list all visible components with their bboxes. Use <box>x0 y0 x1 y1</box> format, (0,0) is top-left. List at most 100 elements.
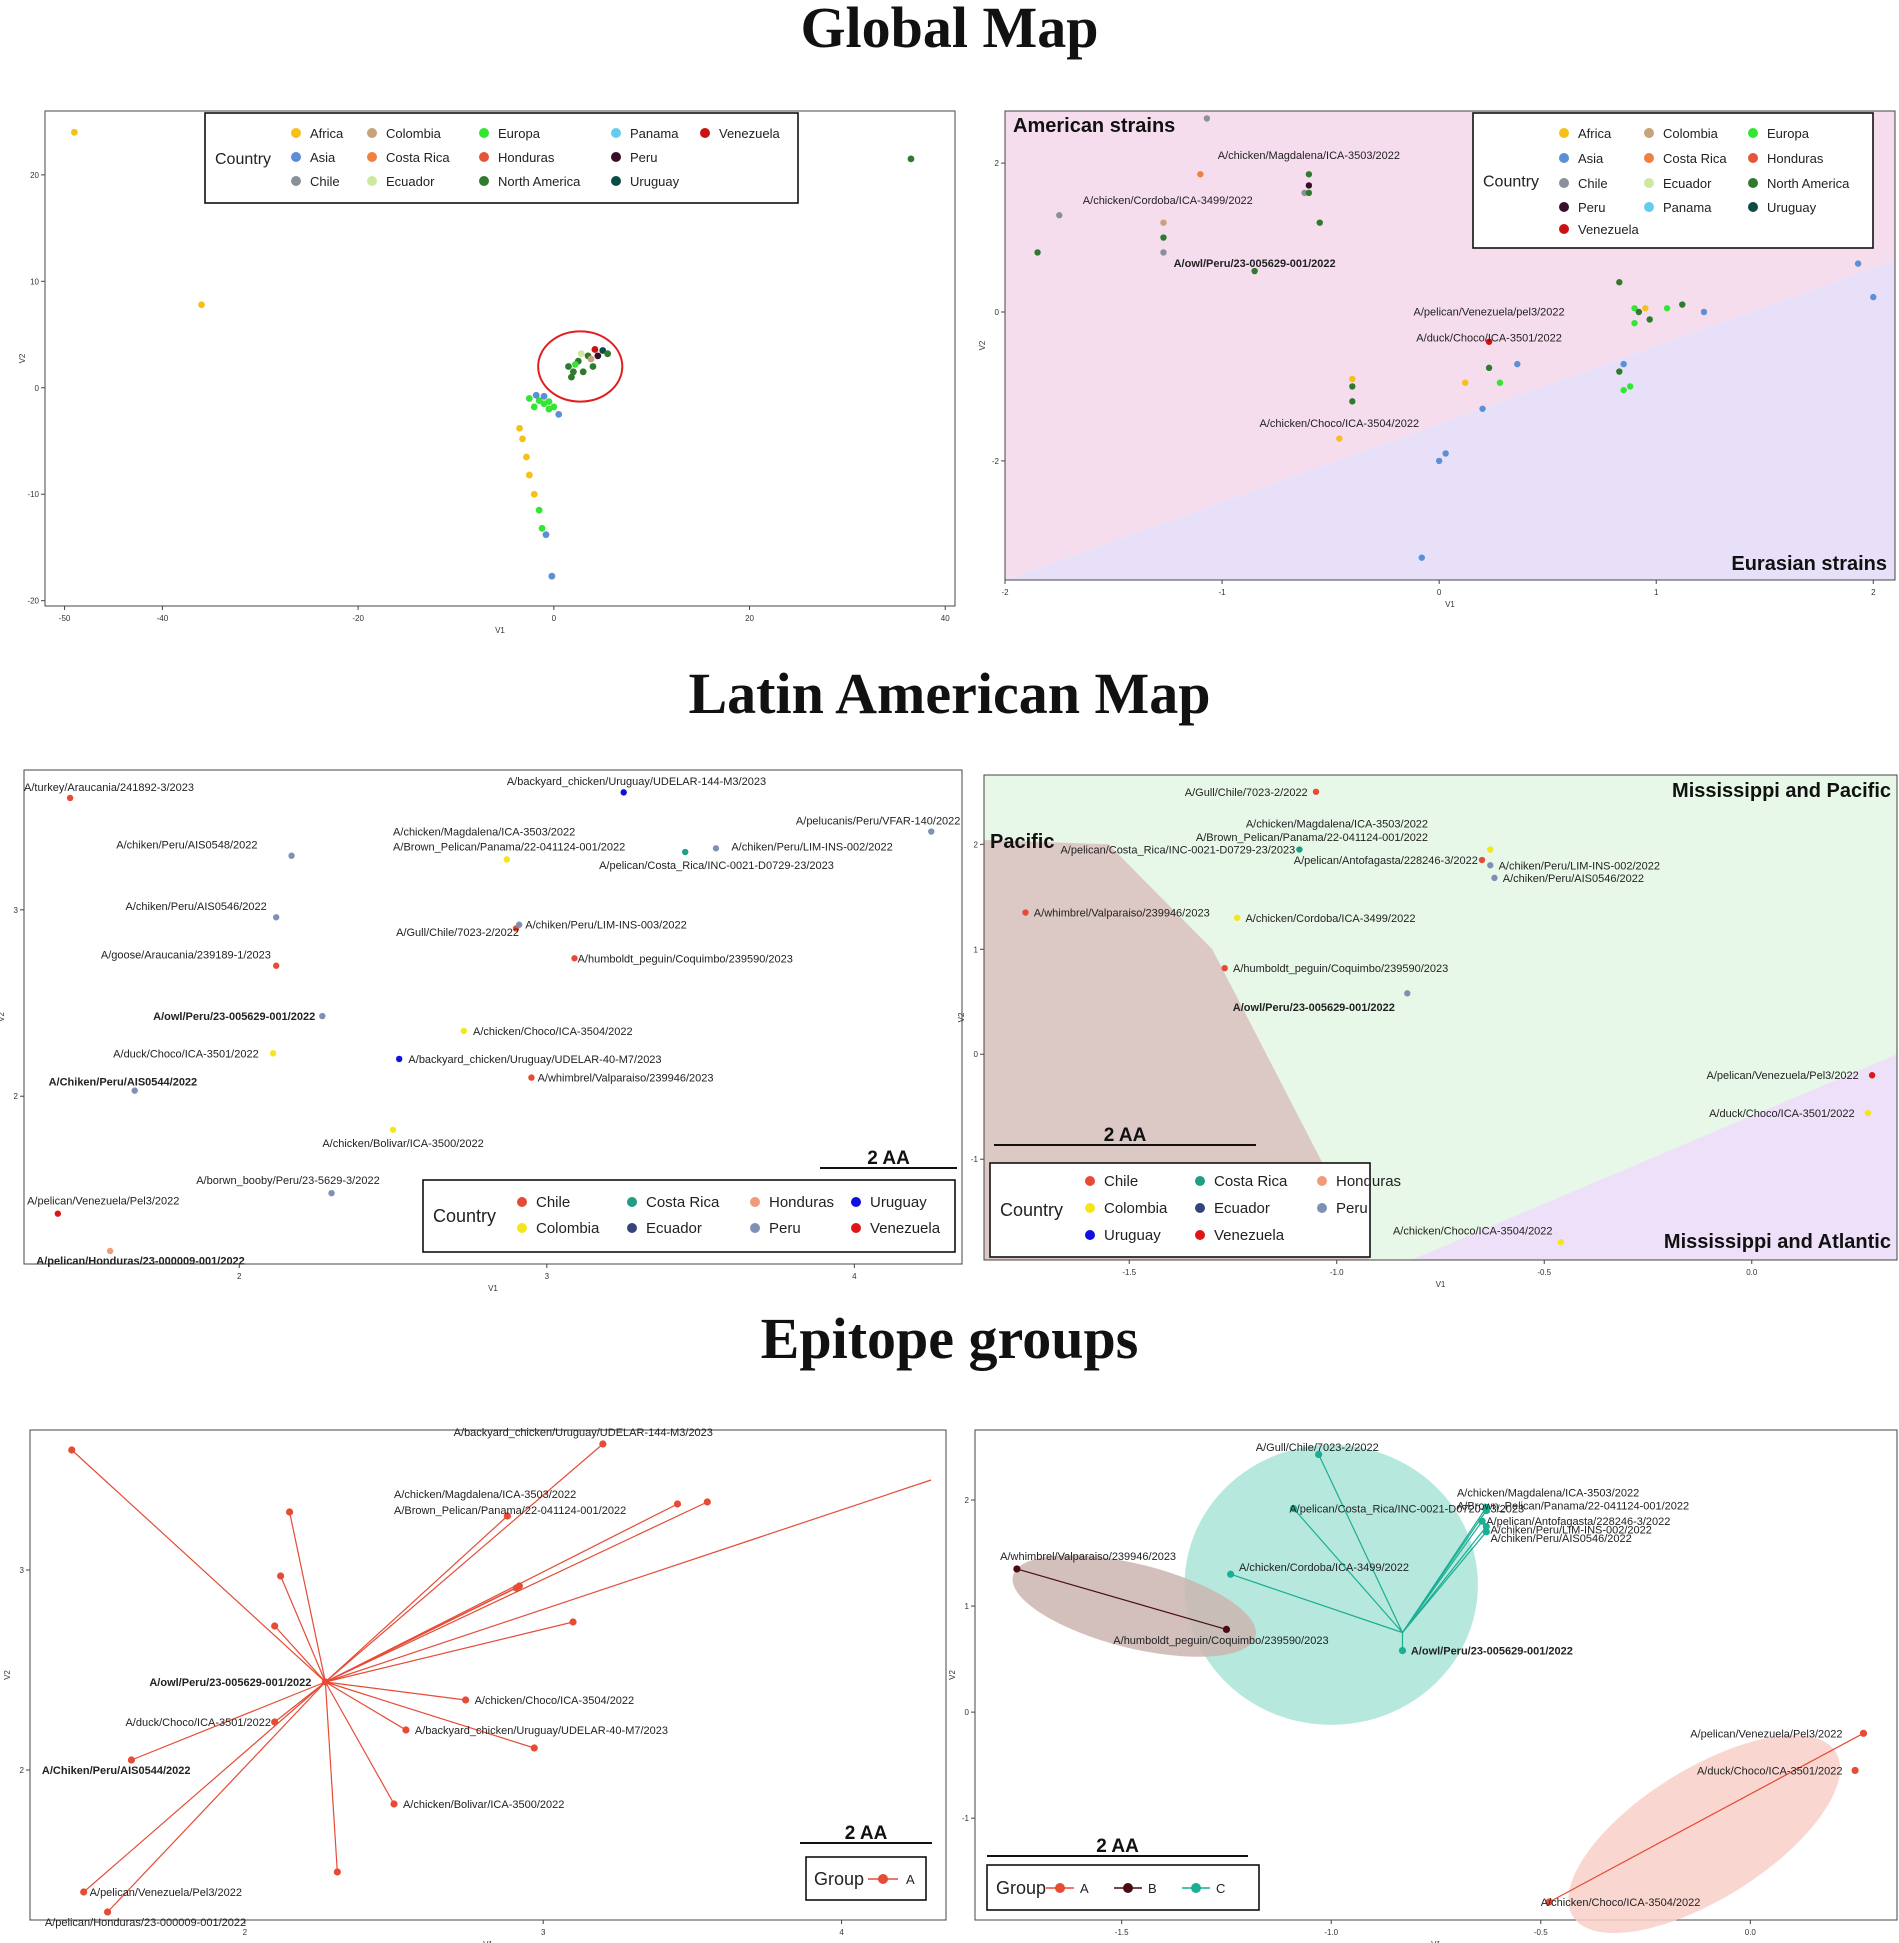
latin-strain-label: A/chicken/Choco/ICA-3504/2022 <box>473 1026 633 1038</box>
epitope-a-xlabel: V1 <box>483 1940 493 1943</box>
epitope-a-link <box>325 1681 535 1749</box>
epitope-a-strain-label: A/pelican/Venezuela/Pel3/2022 <box>90 1887 242 1899</box>
latin-legend-swatch <box>517 1197 527 1207</box>
epitope-group-b-point <box>1222 1625 1231 1633</box>
epitope-bc-ytick-label: 0 <box>965 1708 970 1717</box>
epitope-group-c-link <box>1293 1508 1403 1633</box>
epitope-a-ylabel: V2 <box>3 1670 12 1680</box>
global-point <box>594 352 602 360</box>
latin-point <box>328 1189 335 1197</box>
latin-zoom-legend-title: Country <box>1000 1200 1063 1220</box>
epitope-a-point <box>285 1508 294 1516</box>
latin-point <box>272 914 280 921</box>
global-zoom-legend-swatch <box>1559 224 1569 234</box>
global-zoom-ytick-label: 0 <box>995 308 1000 317</box>
latin-zoom-strain-label: A/owl/Peru/23-005629-001/2022 <box>1233 1002 1395 1014</box>
title-latin-map: Latin American Map <box>688 661 1211 726</box>
region-label-american: American strains <box>1013 115 1175 137</box>
latin-zoom-legend-swatch <box>1085 1176 1095 1186</box>
epitope-a-link <box>280 1575 326 1683</box>
global-zoom-xtick-label: 1 <box>1654 588 1659 597</box>
epitope-bc-ylabel: V2 <box>948 1670 957 1680</box>
latin-zoom-legend-swatch <box>1085 1203 1095 1213</box>
latin-point <box>288 852 295 859</box>
global-zoom-legend-swatch <box>1748 128 1758 138</box>
latin-xtick-label: 3 <box>545 1272 550 1281</box>
epitope-group-c-link <box>1230 1573 1403 1634</box>
latin-legend-swatch <box>750 1223 760 1233</box>
latin-zoom-strain-label: A/chicken/Cordoba/ICA-3499/2022 <box>1245 913 1415 925</box>
epitope-a-point <box>503 1512 511 1520</box>
global-zoom-point <box>1056 212 1063 219</box>
global-zoom-point <box>1305 189 1313 197</box>
global-point <box>548 572 556 580</box>
latin-zoom-point <box>1233 914 1241 921</box>
epitope-group-c-point <box>1478 1517 1486 1525</box>
global-zoom-point <box>1631 305 1638 312</box>
global-point <box>577 350 585 358</box>
epitope-a-strain-label: A/Brown_Pelican/Panama/22-041124-001/202… <box>394 1505 626 1517</box>
latin-zoom-point <box>1296 846 1303 853</box>
latin-zoom-point <box>1557 1238 1565 1246</box>
latin-point <box>620 789 627 796</box>
epitope-a-ray <box>325 1479 932 1683</box>
global-zoom-point <box>1485 364 1493 372</box>
epitope-bc-strain-label: A/chicken/Magdalena/ICA-3503/2022 <box>1457 1488 1639 1500</box>
latin-point <box>571 955 578 962</box>
global-point <box>568 373 575 381</box>
epitope-bc-xtick-label: -1.5 <box>1115 1928 1129 1937</box>
latin-zoom-strain-label: A/pelican/Antofagasta/228246-3/2022 <box>1294 855 1478 867</box>
global-zoom-legend-label: Asia <box>1578 151 1604 166</box>
global-point <box>907 155 915 163</box>
epitope-a-legend-title: Group <box>814 1869 864 1889</box>
title-global-map: Global Map <box>800 0 1099 60</box>
latin-strain-label: A/owl/Peru/23-005629-001/2022 <box>153 1011 315 1023</box>
latin-zoom-frame <box>983 774 1898 1261</box>
epitope-group-c-link <box>1318 1454 1404 1633</box>
epitope-a-legend-label: A <box>906 1872 915 1887</box>
latin-zoom-strain-label: A/chicken/Magdalena/ICA-3503/2022 <box>1246 818 1428 830</box>
global-legend-label: Costa Rica <box>386 150 450 165</box>
epitope-a-ytick-label: 2 <box>20 1766 25 1775</box>
epitope-bc-legend-title: Group <box>996 1878 1046 1898</box>
epitope-bc-xtick-label: -0.5 <box>1534 1928 1548 1937</box>
epitope-group-c-point <box>1482 1507 1490 1515</box>
epitope-a-point <box>321 1678 329 1686</box>
latin-legend-label: Uruguay <box>870 1194 927 1211</box>
global-point <box>535 397 543 404</box>
global-ytick-label: -10 <box>27 490 39 499</box>
epitope-a-strain-label: A/owl/Peru/23-005629-001/2022 <box>149 1677 311 1689</box>
global-legend-swatch <box>291 152 301 162</box>
epitope-a-legend-box <box>805 1856 927 1901</box>
global-xtick-label: -20 <box>352 614 364 623</box>
global-point <box>523 453 530 461</box>
latin-strain-label: A/chicken/Magdalena/ICA-3503/2022 <box>393 827 575 839</box>
global-xtick-label: -40 <box>157 614 169 623</box>
epitope-group-c-link <box>1401 1520 1483 1633</box>
global-zoom-legend-label: Africa <box>1578 126 1612 141</box>
global-point <box>530 403 538 411</box>
latin-zoom-point <box>1478 856 1486 864</box>
global-point <box>555 410 563 418</box>
latin-legend-swatch <box>627 1223 637 1233</box>
global-zoom-legend-label: Europa <box>1767 126 1810 141</box>
epitope-a-point <box>390 1800 398 1808</box>
global-legend-label: Asia <box>310 150 336 165</box>
latin-strain-label: A/Gull/Chile/7023-2/2022 <box>396 927 519 939</box>
global-zoom-point <box>1251 267 1258 275</box>
global-zoom-ytick-label: -2 <box>992 457 1000 466</box>
global-legend-label: Peru <box>630 150 657 165</box>
global-zoom-legend-swatch <box>1559 178 1569 188</box>
epitope-bc-xlabel: V1 <box>1431 1940 1441 1943</box>
global-point <box>538 524 546 532</box>
latin-point <box>319 1012 326 1020</box>
global-zoom-legend-swatch <box>1559 153 1569 163</box>
latin-zoom-legend-box <box>989 1162 1371 1258</box>
global-xtick-label: 20 <box>745 614 754 623</box>
global-legend-label: Uruguay <box>630 174 680 189</box>
global-zoom-xtick-label: -2 <box>1001 588 1009 597</box>
latin-zoom-legend-swatch <box>1195 1203 1205 1213</box>
global-zoom-legend-swatch <box>1559 128 1569 138</box>
latin-legend-box <box>422 1179 956 1253</box>
